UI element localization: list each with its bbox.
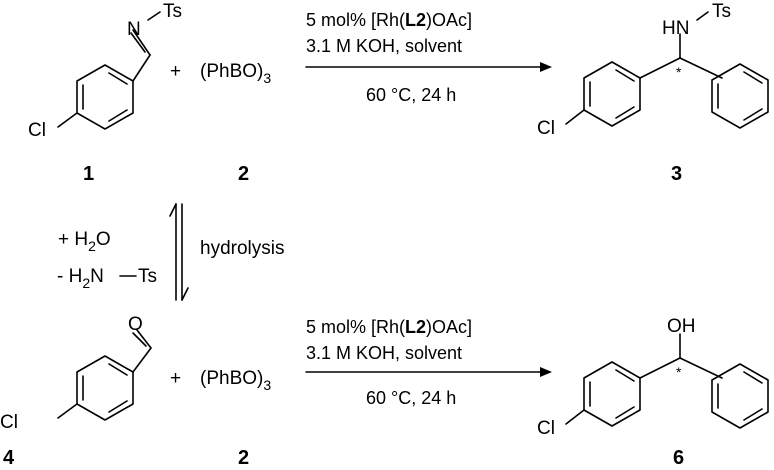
aromatic-inner-bond: [108, 72, 128, 85]
ts-label: Ts: [712, 1, 731, 22]
aromatic-inner-bond: [615, 106, 635, 119]
compound-number-4: 4: [3, 447, 15, 469]
aromatic-inner-bond: [743, 371, 763, 384]
plus-water: + H2O: [58, 229, 111, 254]
stereocenter-star: *: [676, 364, 682, 380]
aromatic-inner-bond: [615, 369, 635, 382]
aromatic-inner-bond: [615, 406, 635, 419]
reagent-formula-bottom: (PhBO)3: [200, 368, 271, 393]
phenyl-ring-6: [711, 363, 769, 429]
imine-double-bond: [132, 29, 151, 56]
compound-4-structure: O Cl: [0, 314, 152, 433]
phenyl-ring-3: [711, 63, 769, 129]
c-cl-bond: [565, 409, 585, 425]
compound-number-1: 1: [83, 163, 94, 185]
aromatic-inner-bond: [615, 69, 635, 82]
compound-number-6: 6: [673, 447, 684, 469]
arrowhead-bottom: [540, 367, 552, 377]
aromatic-inner-bond: [743, 108, 763, 121]
compound-number-2-bottom: 2: [238, 447, 249, 469]
aromatic-inner-bond: [108, 363, 128, 376]
catalyst-top: 5 mol% [Rh(L2)OAc]: [306, 10, 472, 30]
temp-time-top: 60 °C, 24 h: [366, 85, 456, 105]
hydrolysis-label: hydrolysis: [200, 238, 284, 259]
methine-bond-right: [679, 357, 723, 379]
hn-label: HN: [662, 18, 689, 39]
c-cl-bond: [57, 112, 78, 128]
methine-bond-left: [639, 357, 681, 379]
carbonyl-double-bond-inner: [132, 332, 147, 347]
reagent-formula-top: (PhBO)3: [200, 61, 271, 86]
c-cl-bond: [565, 109, 585, 125]
catalyst-bottom: 5 mol% [Rh(L2)OAc]: [306, 317, 472, 337]
arrowhead-top: [540, 62, 552, 72]
atom-cl: Cl: [537, 118, 555, 139]
c-cl-bond: [57, 403, 78, 419]
temp-time-bottom: 60 °C, 24 h: [366, 388, 456, 408]
compound-number-2-top: 2: [238, 163, 249, 185]
compound-number-3: 3: [671, 163, 682, 185]
benzylic-bond: [132, 54, 151, 82]
ts-label: Ts: [163, 1, 182, 22]
benzene-ring-1: [76, 64, 134, 130]
compound-6-structure: OH * Cl: [537, 316, 769, 439]
base-solvent-top: 3.1 M KOH, solvent: [306, 36, 462, 56]
atom-cl: Cl: [28, 120, 46, 141]
stereocenter-star: *: [676, 64, 682, 80]
atom-cl: Cl: [0, 412, 18, 433]
plus-sign-top: +: [170, 61, 181, 82]
aromatic-inner-bond: [108, 109, 128, 122]
aromatic-inner-bond: [743, 408, 763, 421]
plus-sign-bottom: +: [170, 368, 181, 389]
n-ts-bond: [696, 11, 709, 21]
oh-label: OH: [667, 316, 696, 337]
imine-double-bond-inner: [130, 32, 146, 53]
chlorophenyl-ring-6: [583, 361, 641, 427]
equilibrium-arrowhead-down: [181, 287, 189, 301]
compound-3-structure: HN Ts * Cl: [537, 1, 769, 139]
aromatic-inner-bond: [108, 400, 128, 413]
methine-bond-left: [639, 57, 681, 79]
formyl-bond: [132, 347, 152, 373]
equilibrium-arrowhead-up: [169, 203, 177, 217]
minus-tsnh2: - H2N: [57, 266, 104, 291]
atom-cl: Cl: [537, 418, 555, 439]
atom-o: O: [128, 314, 143, 335]
amine-ts: Ts: [138, 266, 157, 287]
aromatic-inner-bond: [743, 71, 763, 84]
equilibrium-arrows: [169, 203, 189, 301]
n-ts-bond: [147, 11, 161, 21]
compound-1-structure: N Ts Cl: [28, 1, 182, 141]
chlorophenyl-ring-3: [583, 61, 641, 127]
methine-bond-right: [679, 57, 723, 79]
base-solvent-bottom: 3.1 M KOH, solvent: [306, 343, 462, 363]
carbonyl-double-bond: [136, 329, 152, 349]
atom-n: N: [127, 19, 141, 40]
benzene-ring-4: [76, 355, 134, 421]
